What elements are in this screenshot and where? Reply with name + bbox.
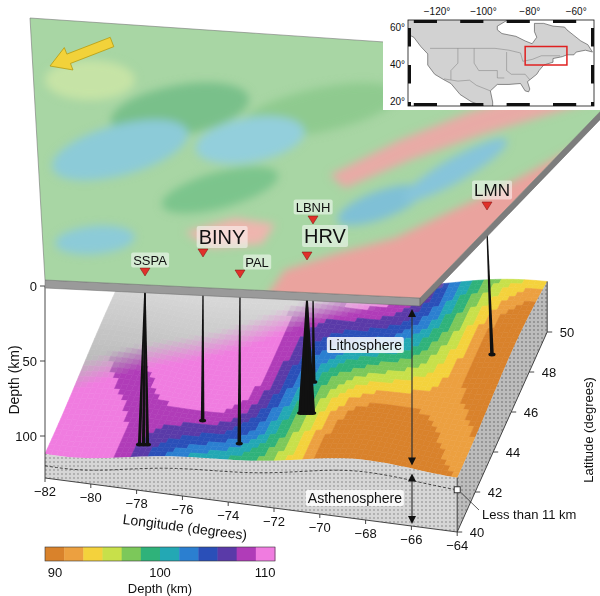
figure-page: −120°−100°−80°−60°60°40°20°LMNLBNHBINYHR…	[0, 0, 600, 596]
